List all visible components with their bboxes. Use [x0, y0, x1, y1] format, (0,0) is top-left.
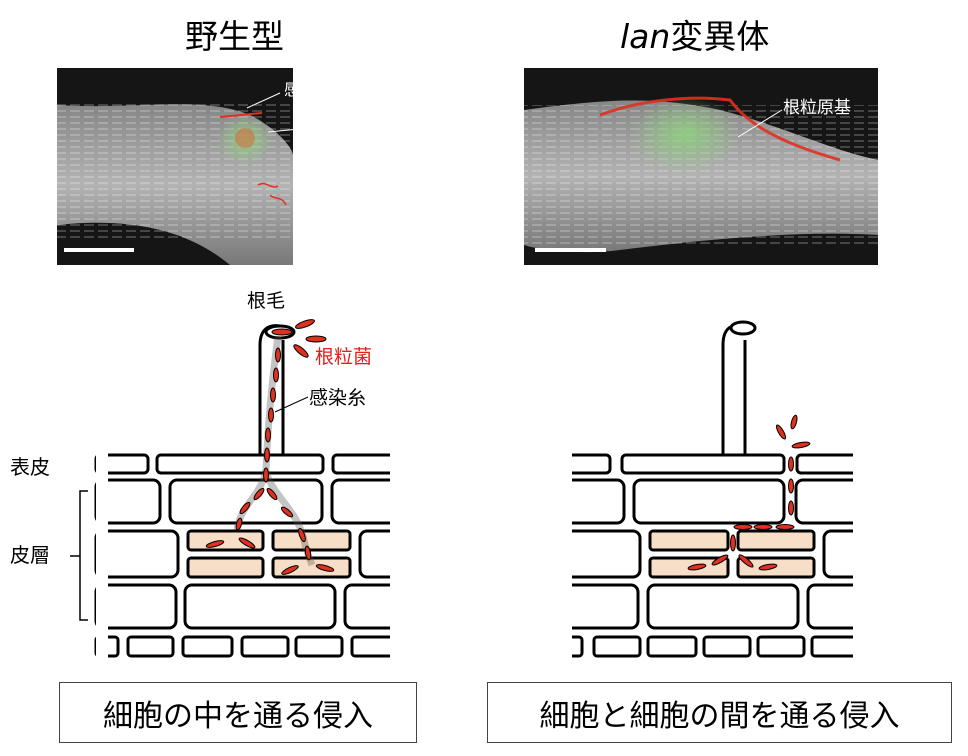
cortex-cell	[648, 529, 730, 552]
cortex-cell	[186, 556, 265, 579]
lan-mutant-caption: 細胞と細胞の間を通る侵入	[487, 682, 952, 743]
cortex-bracket	[70, 490, 88, 621]
lan-gene-name: lan	[620, 17, 671, 56]
root-hair-label: 根毛	[247, 290, 285, 312]
lan-mutant-diagram	[550, 320, 873, 670]
cortex-cell	[736, 529, 816, 552]
rhizobia	[205, 319, 335, 575]
photo-infection-thread-label: 感染糸	[284, 80, 335, 100]
wild-type-caption: 細胞の中を通る侵入	[59, 682, 417, 743]
wild-type-diagram	[94, 319, 410, 670]
photo-nodule-primordium-label: 根粒原基	[323, 118, 391, 138]
cortex-label: 皮層	[10, 543, 50, 567]
cortex-cell	[271, 529, 352, 552]
wild-type-title: 野生型	[185, 17, 284, 56]
epidermis-label: 表皮	[10, 455, 50, 479]
root-hair	[721, 324, 747, 455]
epidermis-cells	[94, 453, 405, 475]
cortex-cell	[271, 556, 352, 579]
wild-type-micrograph: 感染糸 根粒原基	[57, 68, 391, 265]
lan-mutant-title: lan変異体	[620, 10, 769, 58]
infection-thread-label: 感染糸	[309, 387, 366, 409]
mutant-suffix: 変異体	[670, 17, 770, 56]
photo-nodule-primordium-label: 根粒原基	[783, 98, 851, 118]
lan-mutant-micrograph: 根粒原基	[524, 68, 878, 265]
rhizobia-label: 根粒菌	[315, 346, 372, 368]
rhizobia	[687, 414, 811, 571]
